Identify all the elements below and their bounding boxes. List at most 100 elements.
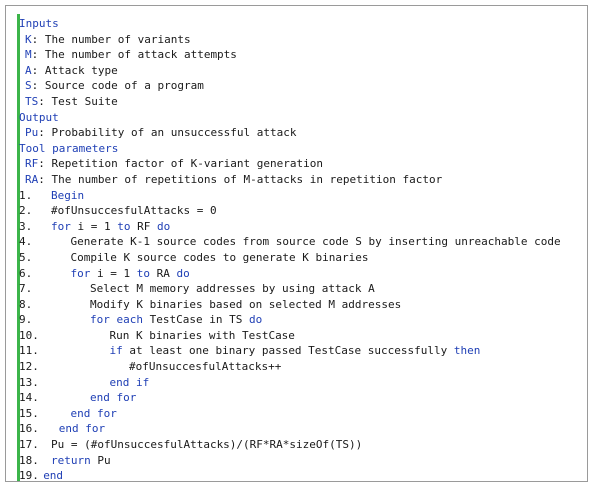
- line-number: 8.: [19, 297, 33, 311]
- code-line: 8. Modify K binaries based on selected M …: [6, 297, 589, 313]
- code-fragment: #ofUnsuccesfulAttacks++: [129, 360, 282, 374]
- code-line: 5. Compile K source codes to generate K b…: [6, 250, 589, 266]
- code-line: 10.Run K binaries with TestCase: [6, 328, 589, 344]
- code-text: #ofUnsuccesfulAttacks++: [129, 359, 281, 375]
- parameter-key: M: [25, 48, 32, 62]
- code-text: if at least one binary passed TestCase s…: [110, 343, 481, 359]
- section-heading: Tool parameters: [6, 141, 589, 157]
- keyword: end: [43, 469, 64, 483]
- colon: :: [31, 79, 45, 93]
- code-text: end for: [71, 406, 117, 422]
- code-fragment: Modify K binaries based on selected M ad…: [90, 297, 402, 311]
- keyword: to: [136, 266, 150, 280]
- code-fragment: #ofUnsuccesfulAttacks = 0: [51, 204, 217, 218]
- parameter-line: A: Attack type: [6, 63, 589, 79]
- line-number: 1.: [19, 188, 33, 202]
- keyword: if: [109, 344, 123, 358]
- code-line: 19. end: [6, 468, 589, 484]
- code-fragment: i = 1: [90, 266, 137, 280]
- line-number: 6.: [19, 266, 33, 280]
- keyword: for each: [90, 313, 143, 327]
- parameter-line: RF: Repetition factor of K-variant gener…: [6, 156, 589, 172]
- parameter-description: The number of repetitions of M-attacks i…: [51, 172, 443, 186]
- parameter-description: Repetition factor of K-variant generatio…: [51, 157, 324, 171]
- parameter-key: S: [25, 79, 32, 93]
- line-number: 3.: [19, 219, 33, 233]
- code-fragment: Generate K-1 source codes from source co…: [70, 235, 561, 249]
- code-text: Compile K source codes to generate K bin…: [71, 250, 369, 266]
- colon: :: [38, 157, 52, 171]
- parameter-description: Source code of a program: [44, 79, 204, 93]
- code-text: Run K binaries with TestCase: [110, 328, 295, 344]
- line-number: 16.: [19, 422, 39, 436]
- keyword: for: [70, 266, 91, 280]
- colon: :: [38, 94, 52, 108]
- line-number: 15.: [19, 406, 39, 420]
- parameter-line: Pu: Probability of an unsuccessful attac…: [6, 125, 589, 141]
- parameter-line: S: Source code of a program: [6, 78, 589, 94]
- code-line: 16.end for: [6, 421, 589, 437]
- keyword: to: [117, 219, 131, 233]
- colon: :: [31, 48, 45, 62]
- code-line: 13. end if: [6, 375, 589, 391]
- keyword: return: [51, 453, 91, 467]
- code-text: end: [43, 468, 63, 484]
- line-number: 19.: [19, 469, 39, 483]
- code-text: Select M memory addresses by using attac…: [90, 281, 375, 297]
- line-number: 17.: [19, 438, 39, 452]
- code-line: 17. Pu = (#ofUnsuccesfulAttacks)/(RF*RA*s…: [6, 437, 589, 453]
- section-heading-text: Tool parameters: [19, 141, 119, 155]
- code-fragment: Pu: [90, 453, 111, 467]
- parameter-key: TS: [25, 94, 39, 108]
- code-fragment: Run K binaries with TestCase: [109, 328, 295, 342]
- parameter-line: K: The number of variants: [6, 32, 589, 48]
- code-line: 11. if at least one binary passed TestCas…: [6, 343, 589, 359]
- keyword: end for: [90, 391, 137, 405]
- code-text: for i = 1 to RF do: [51, 219, 170, 235]
- colon: :: [38, 172, 52, 186]
- code-line: 4. Generate K-1 source codes from source …: [6, 234, 589, 250]
- section-heading-text: Inputs: [19, 17, 59, 30]
- code-line: 14.end for: [6, 390, 589, 406]
- parameter-key: Pu: [25, 126, 39, 140]
- parameter-description: Attack type: [44, 63, 118, 77]
- code-text: return Pu: [51, 453, 111, 469]
- code-text: end if: [110, 375, 150, 391]
- parameter-line: RA: The number of repetitions of M-attac…: [6, 172, 589, 188]
- code-fragment: at least one binary passed TestCase succ…: [122, 344, 454, 358]
- left-accent-bar: [17, 14, 20, 481]
- code-line: 18. return Pu: [6, 453, 589, 469]
- parameter-description: Test Suite: [51, 94, 118, 108]
- line-number: 4.: [19, 235, 33, 249]
- line-number: 12.: [19, 360, 39, 374]
- parameter-description: The number of variants: [44, 32, 191, 46]
- code-fragment: TestCase in TS: [142, 313, 249, 327]
- parameter-key: K: [25, 32, 32, 46]
- code-line: 12. #ofUnsuccesfulAttacks++: [6, 359, 589, 375]
- keyword: do: [248, 313, 263, 327]
- code-line: 9.for each TestCase in TS do: [6, 312, 589, 328]
- code-fragment: i = 1: [70, 219, 118, 233]
- parameter-key: RA: [25, 172, 39, 186]
- code-line: 15. end for: [6, 406, 589, 422]
- code-fragment: RF: [130, 219, 157, 233]
- code-fragment: Pu = (#ofUnsuccesfulAttacks)/(RF*RA*size…: [51, 438, 363, 452]
- code-line: 7.Select M memory addresses by using att…: [6, 281, 589, 297]
- line-number: 18.: [19, 453, 39, 467]
- line-number: 5.: [19, 250, 33, 264]
- code-text: for each TestCase in TS do: [90, 312, 262, 328]
- code-line: 2.#ofUnsuccesfulAttacks = 0: [6, 203, 589, 219]
- code-text: Pu = (#ofUnsuccesfulAttacks)/(RF*RA*size…: [51, 437, 362, 453]
- keyword: end if: [109, 375, 150, 389]
- code-text: Modify K binaries based on selected M ad…: [90, 297, 401, 313]
- parameter-key: RF: [25, 157, 39, 171]
- line-number: 13.: [19, 375, 39, 389]
- parameter-line: M: The number of attack attempts: [6, 47, 589, 63]
- code-fragment: Select M memory addresses by using attac…: [90, 282, 375, 296]
- code-line: 1.Begin: [6, 188, 589, 204]
- line-number: 11.: [19, 344, 39, 358]
- keyword: for: [51, 219, 71, 233]
- keyword: end for: [70, 406, 117, 420]
- parameter-description: The number of attack attempts: [44, 48, 237, 62]
